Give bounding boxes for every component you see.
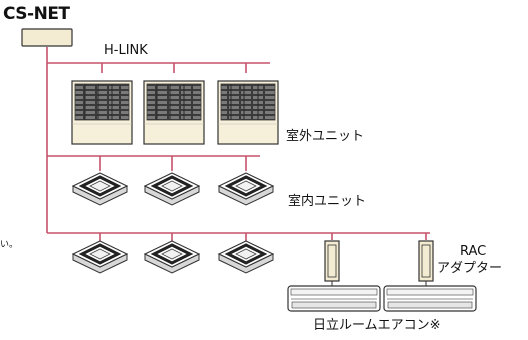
- rac-adapter-1-inner: [327, 244, 337, 278]
- indoor-unit-bottom-3: [217, 240, 275, 274]
- indoor-unit-1: [71, 172, 129, 206]
- outdoor-unit-2: [143, 80, 205, 145]
- indoor-unit-3: [217, 172, 275, 206]
- indoor-branch-line: [47, 155, 260, 171]
- outdoor-unit-3: [217, 80, 279, 145]
- room-air-conditioner-2: [383, 285, 477, 312]
- rac-adapter-label-line2: アダプター: [437, 261, 503, 276]
- cropped-text-fragment: い。: [0, 240, 19, 250]
- h-link-label: H-LINK: [104, 43, 148, 58]
- cs-net-controller: [21, 28, 73, 47]
- indoor-unit-bottom-1: [71, 240, 129, 274]
- rac-adapter-2: [418, 240, 434, 282]
- room-air-conditioners: [287, 285, 477, 312]
- outdoor-unit-1: [71, 80, 133, 145]
- hlink-wiring: [46, 47, 430, 241]
- indoor-unit-label: 室内ユニット: [288, 194, 367, 209]
- cs-net-label: CS-NET: [3, 4, 70, 24]
- indoor-units-row: [71, 172, 275, 206]
- bottom-branch-line: [47, 232, 430, 241]
- outdoor-branch-line: [47, 62, 270, 73]
- outdoor-units: [71, 80, 279, 145]
- rac-adapter-label-line1: RAC: [460, 244, 487, 259]
- indoor-unit-2: [143, 172, 201, 206]
- room-aircon-label: 日立ルームエアコン※: [313, 318, 441, 333]
- rac-adapter-2-inner: [421, 244, 431, 278]
- outdoor-unit-label: 室外ユニット: [286, 129, 365, 144]
- rac-adapter-1: [324, 240, 340, 282]
- indoor-unit-bottom-2: [143, 240, 201, 274]
- indoor-units-bottom-row: [71, 240, 275, 274]
- room-air-conditioner-1: [287, 285, 381, 312]
- rac-adapters: [324, 240, 434, 286]
